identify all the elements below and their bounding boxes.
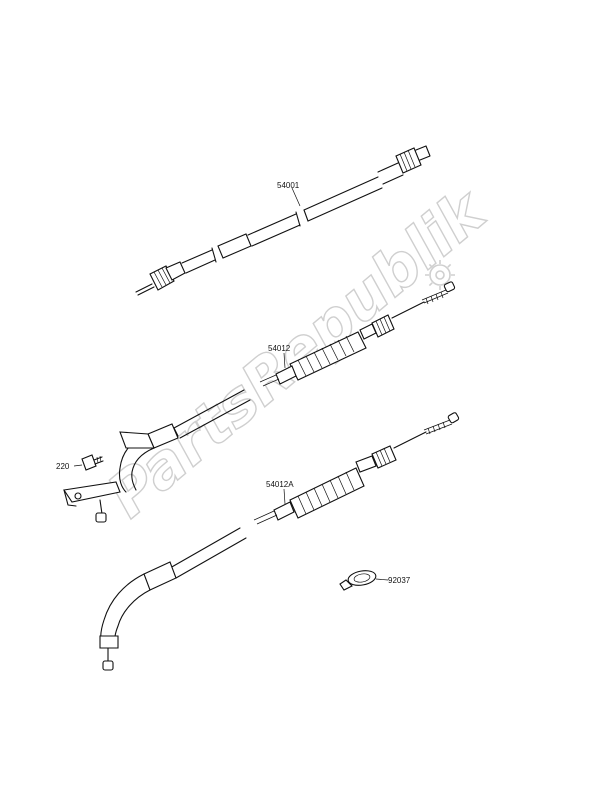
watermark: PartsRepublik	[94, 174, 501, 532]
label-54012A: 54012A	[266, 480, 294, 489]
throttle-cable-upper	[63, 281, 456, 523]
bolt-220	[81, 454, 104, 471]
throttle-cable-lower	[99, 412, 460, 671]
watermark-text: PartsRepublik	[95, 175, 501, 532]
label-54001: 54001	[277, 181, 300, 190]
label-54012: 54012	[268, 344, 291, 353]
label-220: 220	[56, 462, 70, 471]
label-92037: 92037	[388, 576, 411, 585]
watermark-gear-icon	[425, 260, 455, 290]
clamp-92037	[339, 570, 377, 591]
speedometer-cable	[135, 145, 431, 296]
